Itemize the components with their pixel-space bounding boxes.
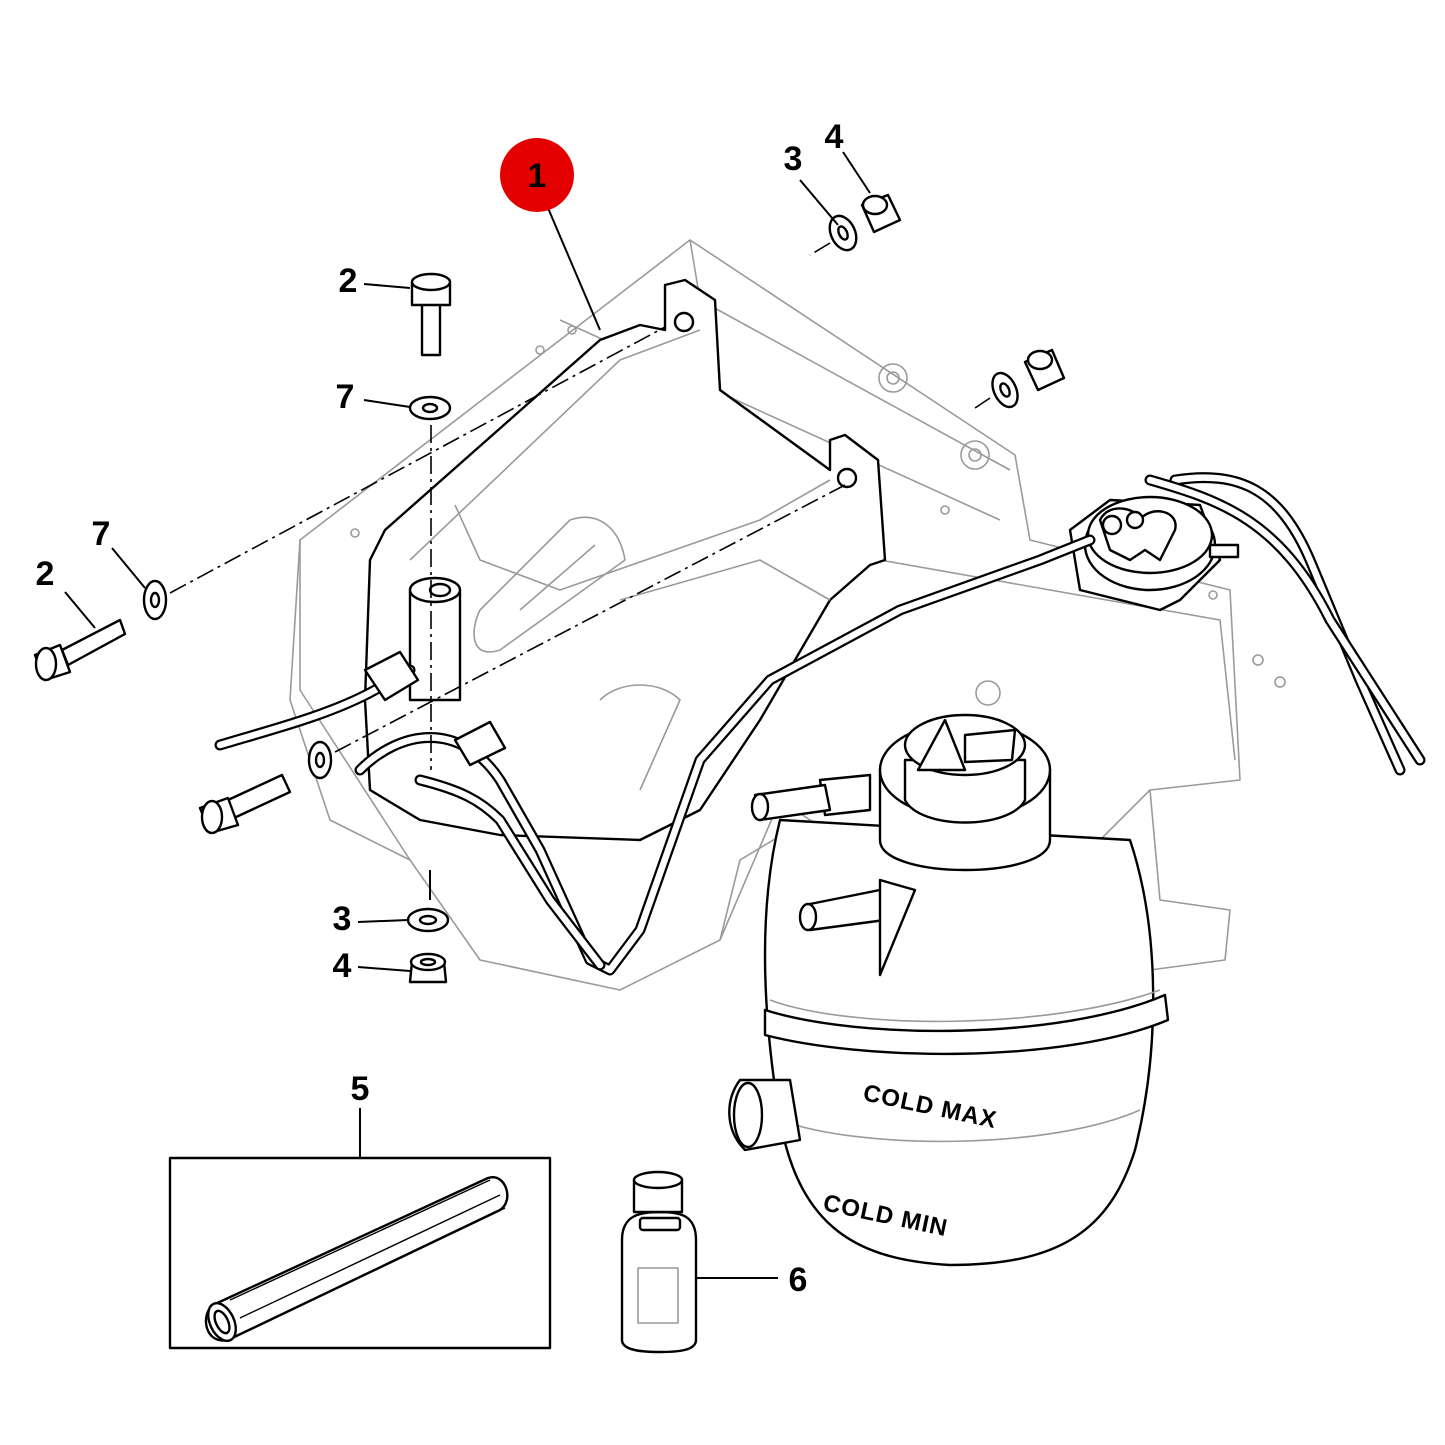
callout-3-top: 3 xyxy=(784,140,803,178)
washer-part-7-left xyxy=(142,579,168,621)
bolt-lower-left xyxy=(198,773,292,835)
callout-7-top: 7 xyxy=(336,378,355,416)
callout-1: 1 xyxy=(528,157,547,195)
callout-3-bottom: 3 xyxy=(333,900,352,938)
callout-6: 6 xyxy=(789,1261,808,1299)
bolt-part-2-left xyxy=(33,618,127,682)
part-5-box xyxy=(168,1156,552,1350)
assembly-axis-top-right xyxy=(809,242,831,256)
callout-5: 5 xyxy=(351,1070,370,1108)
washer-filler-neck xyxy=(1068,495,1240,612)
nut-part-4-top xyxy=(860,193,902,234)
callout-4-bottom: 4 xyxy=(333,947,352,985)
washer-part-3-top xyxy=(828,214,858,252)
assembly-axis-right xyxy=(974,397,991,409)
coolant-expansion-tank: COLD MAX COLD MIN xyxy=(728,713,1170,1267)
callout-1-highlight-circle xyxy=(500,138,574,212)
callout-7-left: 7 xyxy=(92,515,111,553)
assembly-axis-upper-left xyxy=(169,326,666,594)
nut-right xyxy=(1023,348,1066,392)
bolt-part-2-top xyxy=(410,272,452,357)
washer-right xyxy=(991,371,1019,409)
washer-lower-left xyxy=(307,740,333,780)
callout-2-top: 2 xyxy=(339,262,358,300)
assembly-axis-lower xyxy=(334,484,846,753)
washer-part-3-bottom xyxy=(406,907,450,933)
callout-2-left: 2 xyxy=(36,555,55,593)
fluid-bottle-part-6 xyxy=(620,1170,698,1354)
washer-hoses xyxy=(214,472,1426,976)
callout-4-top: 4 xyxy=(825,118,844,156)
leader-line-1 xyxy=(547,207,601,331)
callout-leaders xyxy=(64,151,871,972)
nut-part-4-bottom xyxy=(408,952,448,984)
washer-part-7-top xyxy=(408,395,452,421)
